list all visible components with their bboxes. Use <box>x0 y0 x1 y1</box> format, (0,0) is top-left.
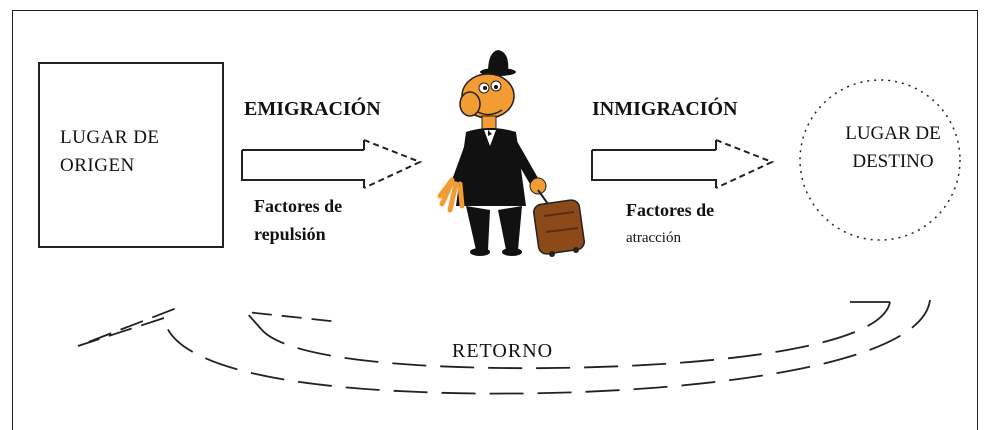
emigration-arrow <box>241 139 423 189</box>
destination-label: LUGAR DE DESTINO <box>818 120 968 176</box>
immigration-label: INMIGRACIÓN <box>592 98 738 120</box>
attraction-factors-line1: Factores de <box>626 200 715 220</box>
destination-circle <box>799 79 961 241</box>
attraction-factors-line2: atracción <box>626 230 681 246</box>
destination-label-line1: LUGAR DE <box>845 123 941 144</box>
origin-label-line1: LUGAR DE <box>60 127 160 148</box>
origin-label-line2: ORIGEN <box>60 155 135 176</box>
return-arrow <box>77 299 931 395</box>
immigration-arrow <box>591 139 775 189</box>
repulsion-factors-line1: Factores de <box>254 196 343 216</box>
return-label: RETORNO <box>452 340 554 362</box>
traveler-figure-icon <box>437 50 547 256</box>
attraction-factors-label: Factores de atracción <box>626 196 714 252</box>
repulsion-factors-line2: repulsión <box>254 224 326 244</box>
suitcase-icon <box>533 189 585 257</box>
diagram-artwork <box>77 50 961 395</box>
destination-label-line2: DESTINO <box>852 151 934 172</box>
origin-box <box>38 62 224 248</box>
origin-label: LUGAR DE ORIGEN <box>60 124 160 180</box>
emigration-label: EMIGRACIÓN <box>244 98 381 120</box>
repulsion-factors-label: Factores de repulsión <box>254 192 342 248</box>
diagram-frame <box>12 10 978 430</box>
